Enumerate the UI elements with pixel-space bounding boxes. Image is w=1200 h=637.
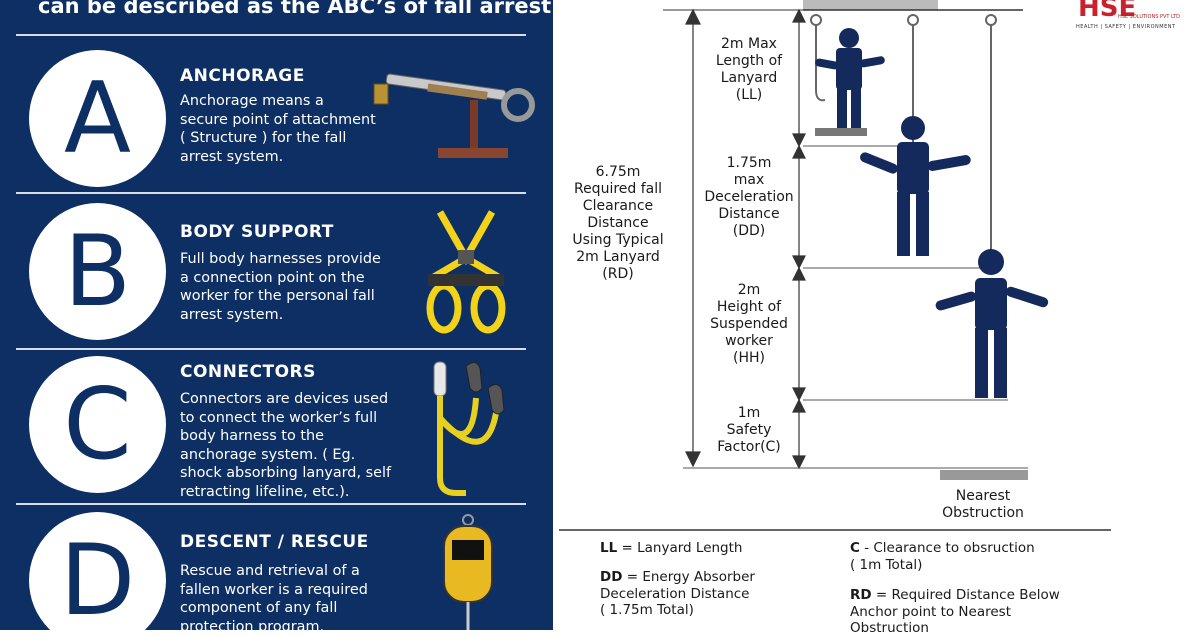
legend-rd-text: = Required Distance Below Anchor point t…: [850, 587, 1060, 636]
legend-rd-abbr: RD: [850, 587, 872, 603]
deceleration-distance-label: 1.75m max Deceleration Distance (DD): [704, 155, 794, 239]
legend-dd-abbr: DD: [600, 569, 623, 585]
connectors-body: Connectors are devices used to connect t…: [180, 391, 392, 500]
letter-a: A: [63, 61, 132, 176]
divider: [16, 34, 526, 36]
logo-mark: HSE: [1078, 0, 1136, 20]
legend-rd: RD = Required Distance Below Anchor poin…: [850, 587, 1110, 637]
logo-company-name: HSE SOLUTIONS PVT LTD: [1118, 14, 1181, 20]
fall-clearance-diagram: [559, 0, 1111, 531]
letter-d-circle: D: [29, 512, 166, 630]
legend-c: C - Clearance to obsruction ( 1m Total): [850, 540, 1090, 573]
legend-ll: LL = Lanyard Length: [600, 540, 742, 557]
letter-b-circle: B: [29, 203, 166, 340]
total-clearance-arrow: [685, 8, 701, 468]
divider: [16, 192, 526, 194]
worker-standing-figure: [815, 28, 885, 128]
divider: [16, 348, 526, 350]
safety-factor-label: 1m Safety Factor(C): [717, 405, 781, 455]
letter-a-circle: A: [29, 50, 166, 187]
work-platform: [815, 128, 867, 136]
legend-ll-text: = Lanyard Length: [621, 540, 743, 556]
company-logo: HSE: [1078, 0, 1136, 20]
legend-c-abbr: C: [850, 540, 860, 556]
body-support-body: Full body harnesses provide a connection…: [180, 251, 381, 323]
legend-c-text: - Clearance to obsruction ( 1m Total): [850, 540, 1035, 573]
legend-dd-text: = Energy Absorber Deceleration Distance …: [600, 569, 755, 618]
lanyard-icon: [433, 361, 505, 496]
letter-b: B: [63, 214, 132, 329]
segment-arrows: [792, 8, 806, 470]
nearest-obstruction-label: Nearest Obstruction: [942, 488, 1024, 521]
abc-panel: can be described as the ABC’s of fall ar…: [0, 0, 553, 630]
panel-headline: can be described as the ABC’s of fall ar…: [38, 0, 553, 18]
anchorage-title: ANCHORAGE: [180, 66, 305, 86]
level-lines: [683, 145, 1028, 469]
descent-rescue-title: DESCENT / RESCUE: [180, 532, 369, 552]
legend-dd: DD = Energy Absorber Deceleration Distan…: [600, 569, 830, 619]
suspended-height-label: 2m Height of Suspended worker (HH): [710, 282, 788, 366]
divider: [16, 503, 526, 505]
letter-c: C: [63, 367, 132, 482]
letter-c-circle: C: [29, 356, 166, 493]
lanyard-length-label: 2m Max Length of Lanyard (LL): [715, 36, 783, 103]
anchor-device-icon: [373, 73, 535, 158]
harness-icon: [426, 210, 506, 334]
self-retracting-lifeline-icon: [443, 514, 493, 630]
worker-suspended-figure: [935, 249, 1049, 398]
body-support-title: BODY SUPPORT: [180, 222, 334, 242]
total-clearance-label: 6.75m Required fall Clearance Distance U…: [572, 164, 664, 282]
ceiling-structure: [803, 0, 938, 10]
anchorage-body: Anchorage means a secure point of attach…: [180, 93, 376, 165]
nearest-obstruction-marker: [940, 470, 1028, 480]
worker-falling-figure: [860, 116, 971, 256]
connectors-title: CONNECTORS: [180, 362, 316, 382]
legend-ll-abbr: LL: [600, 540, 618, 556]
logo-tagline: HEALTH | SAFETY | ENVIRONMENT: [1076, 24, 1176, 30]
descent-rescue-body: Rescue and retrieval of a fallen worker …: [180, 563, 368, 630]
letter-d: D: [59, 523, 136, 630]
